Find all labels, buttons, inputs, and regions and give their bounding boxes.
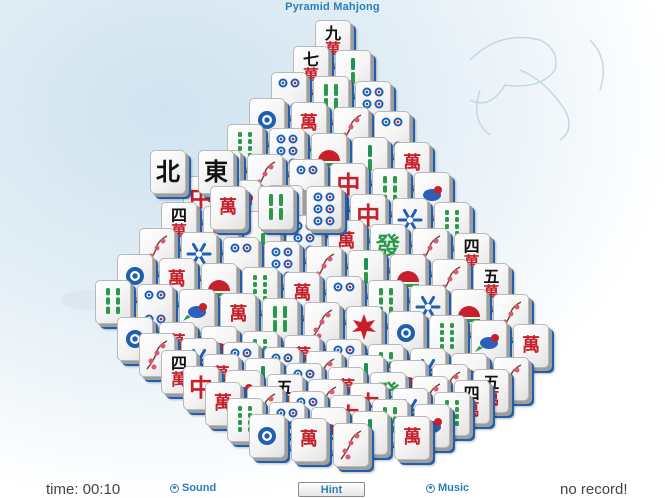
tile-bamboo-8[interactable] [429,315,466,360]
tile-circle-4[interactable] [136,284,173,329]
bamboo-icon [364,258,368,284]
tile-glyph: 萬 [299,429,318,451]
bamboo-icon [368,419,373,446]
sun-icon [396,271,419,288]
tile-plum[interactable] [304,302,340,346]
bamboo-icon [440,323,455,350]
tile-char-wan[interactable]: 萬 [210,186,246,230]
mahjong-board: 九萬七萬萬萬萬中中五萬中四萬萬萬發四萬五萬萬萬萬萬萬萬五萬四萬萬萬發四萬中五萬中… [95,20,549,467]
bamboo-icon [378,288,393,315]
tile-glyph: 萬 [219,197,237,218]
tile-char-wan[interactable]: 萬 [290,418,327,463]
plum-icon [146,340,168,370]
circle-icon [396,323,415,342]
time-display: time: 00:10 [46,481,121,498]
tile-char-wan[interactable]: 萬 [220,293,257,338]
bamboo-icon [269,194,283,220]
maple-icon [351,314,376,341]
sound-label: Sound [182,482,217,494]
circle-icon [313,192,335,226]
bamboo-icon [106,288,120,314]
music-label: Music [438,482,470,494]
tile-char-7[interactable]: 七萬 [293,46,329,90]
bamboo-icon [368,145,373,172]
bamboo-icon [323,84,338,111]
bamboo-icon [350,58,355,85]
tile-plum[interactable] [332,422,369,467]
music-toggle[interactable]: Music [426,482,469,494]
tile-glyph: 東 [204,157,228,186]
tile-glyph: 萬 [293,282,312,304]
hint-button[interactable]: Hint [298,482,365,497]
bamboo-icon [273,305,288,332]
plum-icon [340,430,361,460]
tile-glyph: 萬 [337,230,356,252]
circle-icon [144,290,166,324]
tile-north[interactable]: 北 [150,150,186,194]
sound-toggle[interactable]: Sound [170,482,216,494]
tile-char-wan[interactable]: 萬 [284,271,321,316]
snowflake-icon [415,295,441,318]
tile-circle-1[interactable] [249,414,285,459]
tile-char-wan[interactable]: 萬 [394,415,431,460]
bird-icon [475,333,500,352]
radio-dot-icon [170,483,179,493]
tile-glyph: 萬 [299,113,318,135]
tile-glyph: 北 [156,157,180,186]
page-title: Pyramid Mahjong [285,1,380,13]
tile-circle-6[interactable] [306,186,342,230]
bird-icon [182,302,207,321]
circle-icon [126,267,144,285]
sun-icon [207,279,230,296]
tile-glyph: 萬 [522,335,540,356]
tile-glyph: 萬 [403,426,422,448]
tile-bamboo-4[interactable] [258,186,294,230]
tile-glyph: 四萬 [170,353,187,389]
tile-snowflake[interactable] [392,198,428,242]
radio-dot-icon [426,483,435,493]
circle-icon [258,111,276,129]
sun-icon [317,149,340,166]
record-display: no record! [560,481,628,498]
circle-icon [258,427,276,446]
tile-glyph: 萬 [167,269,186,291]
tile-glyph: 萬 [403,152,422,174]
status-bar: time: 00:10 Sound Hint Music no record! [0,476,665,498]
tile-glyph: 萬 [229,304,248,326]
sun-icon [458,306,481,323]
tile-glyph: 五萬 [483,267,500,303]
